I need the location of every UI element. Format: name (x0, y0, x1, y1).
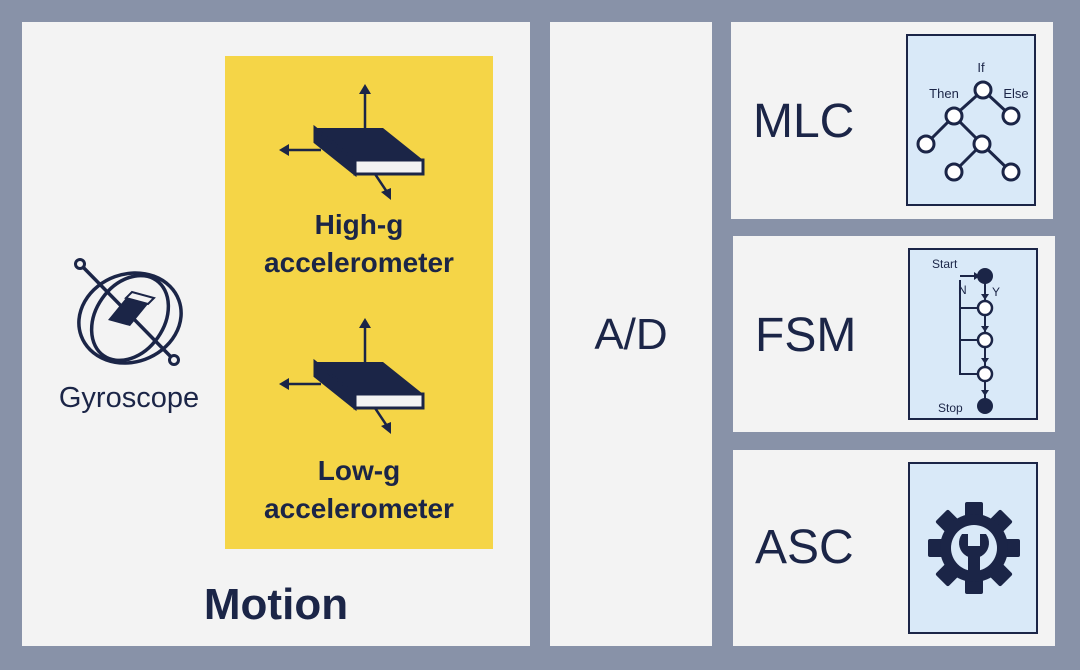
low-g-line2: accelerometer (264, 493, 454, 524)
flow-stop-label: Stop (938, 401, 963, 415)
flow-y-label: Y (992, 285, 1000, 299)
fsm-panel: FSM (733, 236, 1055, 432)
tree-if-label: If (977, 60, 985, 75)
asc-label: ASC (755, 521, 854, 574)
gyroscope-icon (70, 254, 190, 379)
decision-tree-icon: If Then Else (916, 60, 1029, 182)
high-g-line2: accelerometer (264, 247, 454, 278)
accelerometer-highlight: High-g accelerometer (225, 56, 493, 549)
ad-label: A/D (594, 310, 668, 359)
tree-else-label: Else (1003, 86, 1028, 101)
gear-wrench-icon-box (908, 462, 1038, 634)
mlc-label: MLC (753, 95, 855, 148)
decision-tree-icon-box: If Then Else (906, 34, 1036, 206)
state-machine-icon: Start N Y Stop (932, 257, 1000, 415)
flow-start-label: Start (932, 257, 958, 271)
low-g-accelerometer-label: Low-g accelerometer (225, 452, 493, 528)
high-g-line1: High-g (314, 209, 404, 240)
high-g-accelerometer-icon (275, 84, 435, 209)
gear-wrench-icon (928, 502, 1020, 594)
fsm-label: FSM (755, 309, 857, 362)
low-g-accelerometer-icon (275, 318, 435, 443)
low-g-line1: Low-g (317, 455, 401, 486)
ad-panel: A/D (550, 22, 712, 646)
flow-n-label: N (958, 283, 967, 297)
gyroscope-label: Gyroscope (58, 382, 200, 414)
asc-panel: ASC (733, 450, 1055, 646)
mlc-panel: MLC (731, 22, 1053, 219)
motion-panel: Gyroscope (22, 22, 530, 646)
tree-then-label: Then (929, 86, 959, 101)
state-machine-icon-box: Start N Y Stop (908, 248, 1038, 420)
high-g-accelerometer-label: High-g accelerometer (225, 206, 493, 282)
motion-title: Motion (203, 580, 349, 629)
